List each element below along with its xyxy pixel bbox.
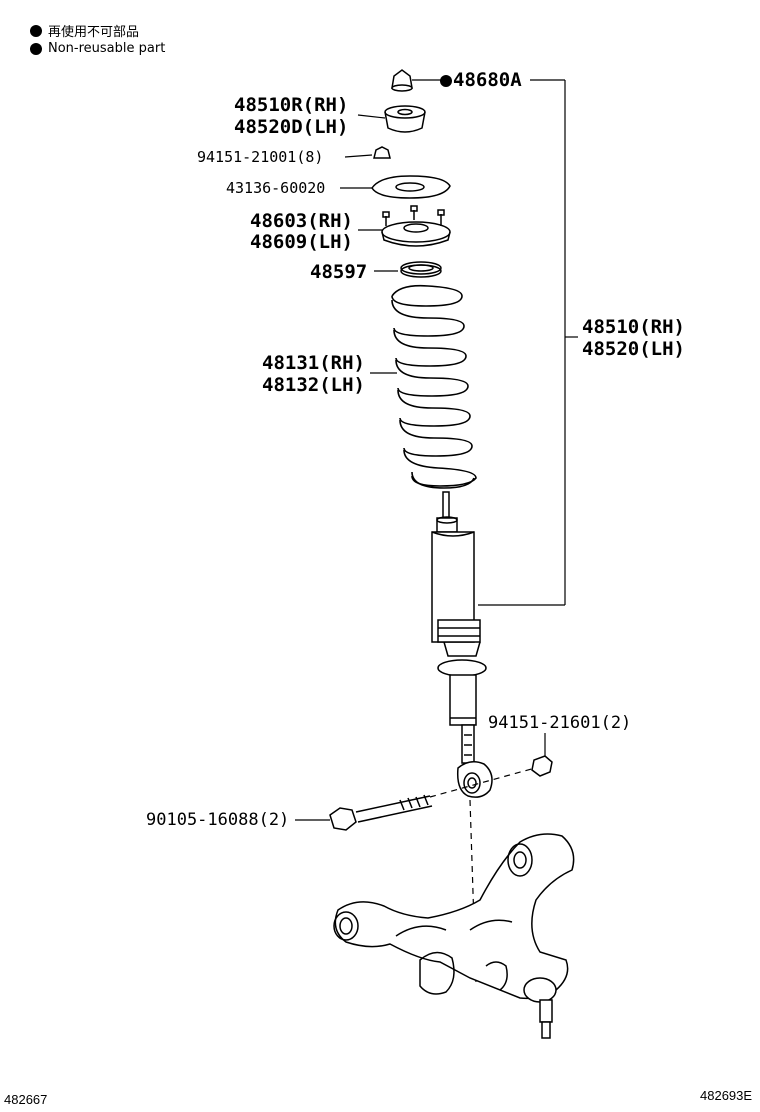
legend-japanese: 再使用不可部品 xyxy=(30,21,139,40)
nut-48680a-drawing xyxy=(391,69,413,92)
support-drawing xyxy=(381,205,451,247)
plate-drawing xyxy=(371,175,451,199)
label-94151-21601: 94151-21601(2) xyxy=(488,713,632,733)
coil-spring-drawing xyxy=(391,284,477,489)
label-48510: 48510(RH) xyxy=(582,316,685,338)
legend-english: Non-reusable part xyxy=(30,41,165,56)
cushion-drawing xyxy=(384,105,426,133)
label-48603: 48603(RH) xyxy=(250,210,353,232)
footer-left-code: 482667 xyxy=(4,1092,48,1107)
bolt-drawing xyxy=(329,794,433,831)
filled-dot-icon xyxy=(440,74,452,87)
label-48597: 48597 xyxy=(310,261,368,283)
label-94151-21001: 94151-21001(8) xyxy=(197,148,324,166)
label-48680a: 48680A xyxy=(440,69,522,91)
legend-japanese-text: 再使用不可部品 xyxy=(48,25,140,40)
footer-right-code: 482693E xyxy=(700,1088,753,1103)
shock-absorber-drawing xyxy=(431,491,493,798)
small-nut-drawing xyxy=(373,146,391,159)
insulator-drawing xyxy=(400,261,442,278)
label-48609: 48609(LH) xyxy=(250,231,353,253)
label-48132: 48132(LH) xyxy=(262,374,365,396)
part-number-48680a: 48680A xyxy=(453,69,522,91)
lower-arm-drawing xyxy=(333,833,575,1039)
filled-dot-icon xyxy=(30,24,42,37)
label-90105-16088: 90105-16088(2) xyxy=(146,810,290,830)
label-48510r: 48510R(RH) xyxy=(234,94,349,116)
legend-english-text: Non-reusable part xyxy=(48,41,166,56)
label-48131: 48131(RH) xyxy=(262,352,365,374)
leader-lines xyxy=(295,79,578,821)
lock-nut-drawing xyxy=(531,755,553,777)
label-48520d: 48520D(LH) xyxy=(234,116,349,138)
filled-dot-icon xyxy=(30,42,42,55)
label-43136-60020: 43136-60020 xyxy=(226,179,326,197)
label-48520: 48520(LH) xyxy=(582,338,685,360)
